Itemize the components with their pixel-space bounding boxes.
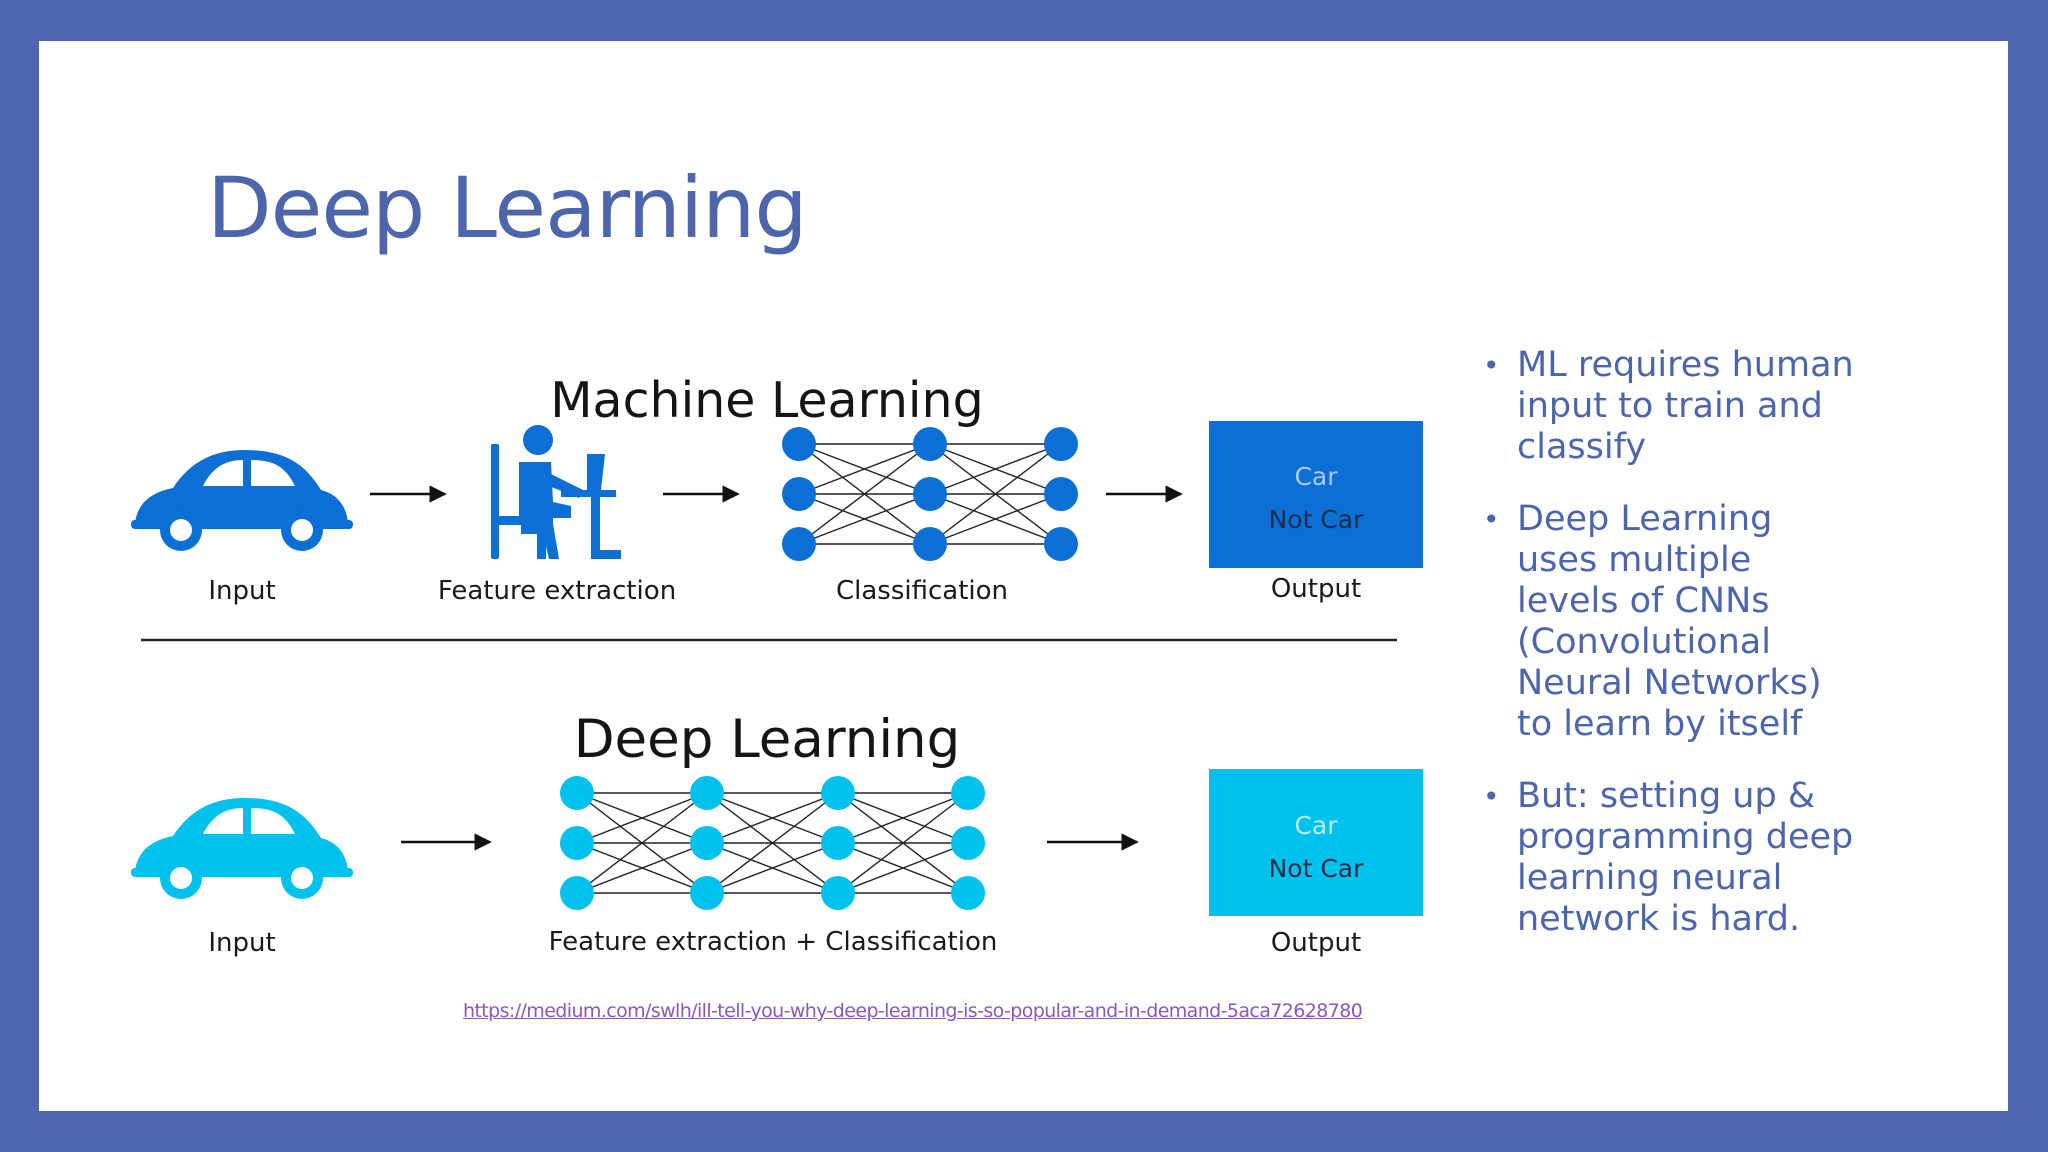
- ml-feature-extraction-label: Feature extraction: [438, 576, 676, 606]
- bullet-item: • Deep Learning uses multiple levels of C…: [1475, 499, 1855, 745]
- dl-feature-classification-label: Feature extraction + Classification: [549, 927, 998, 957]
- bullet-dot-icon: •: [1483, 349, 1500, 382]
- bullet-dot-icon: •: [1483, 780, 1500, 813]
- bullet-text: ML requires human input to train and cla…: [1517, 345, 1854, 467]
- car-icon: [131, 450, 353, 551]
- ml-vs-dl-diagram: Machine Learning: [131, 372, 1423, 958]
- ml-output-not-car-label: Not Car: [1269, 505, 1365, 534]
- dl-output-car-label: Car: [1294, 811, 1338, 840]
- ml-output-box: [1209, 421, 1423, 568]
- neural-network-icon: [560, 776, 985, 910]
- dl-heading: Deep Learning: [574, 709, 961, 770]
- bullet-text: But: setting up & programming deep learn…: [1517, 776, 1854, 939]
- dl-input-label: Input: [208, 928, 275, 958]
- neural-network-icon: [782, 427, 1078, 561]
- dl-output-label: Output: [1271, 928, 1361, 958]
- bullet-item: • But: setting up & programming deep lear…: [1475, 776, 1855, 940]
- source-link[interactable]: https://medium.com/swlh/ill-tell-you-why…: [463, 1000, 1363, 1022]
- ml-heading: Machine Learning: [550, 372, 983, 429]
- slide: Deep Learning Machine Learning: [39, 41, 2008, 1111]
- person-at-desk-icon: [491, 425, 621, 559]
- car-icon: [131, 798, 353, 899]
- dl-output-not-car-label: Not Car: [1269, 854, 1365, 883]
- ml-classification-label: Classification: [836, 576, 1008, 606]
- slide-title: Deep Learning: [207, 159, 808, 257]
- ml-output-label: Output: [1271, 574, 1361, 604]
- bullet-list: • ML requires human input to train and cl…: [1475, 345, 1855, 971]
- bullet-dot-icon: •: [1483, 503, 1500, 536]
- bullet-item: • ML requires human input to train and cl…: [1475, 345, 1855, 468]
- bullet-text: Deep Learning uses multiple levels of CN…: [1517, 499, 1822, 744]
- dl-output-box: [1209, 769, 1423, 916]
- ml-output-car-label: Car: [1294, 462, 1338, 491]
- ml-input-label: Input: [208, 576, 275, 606]
